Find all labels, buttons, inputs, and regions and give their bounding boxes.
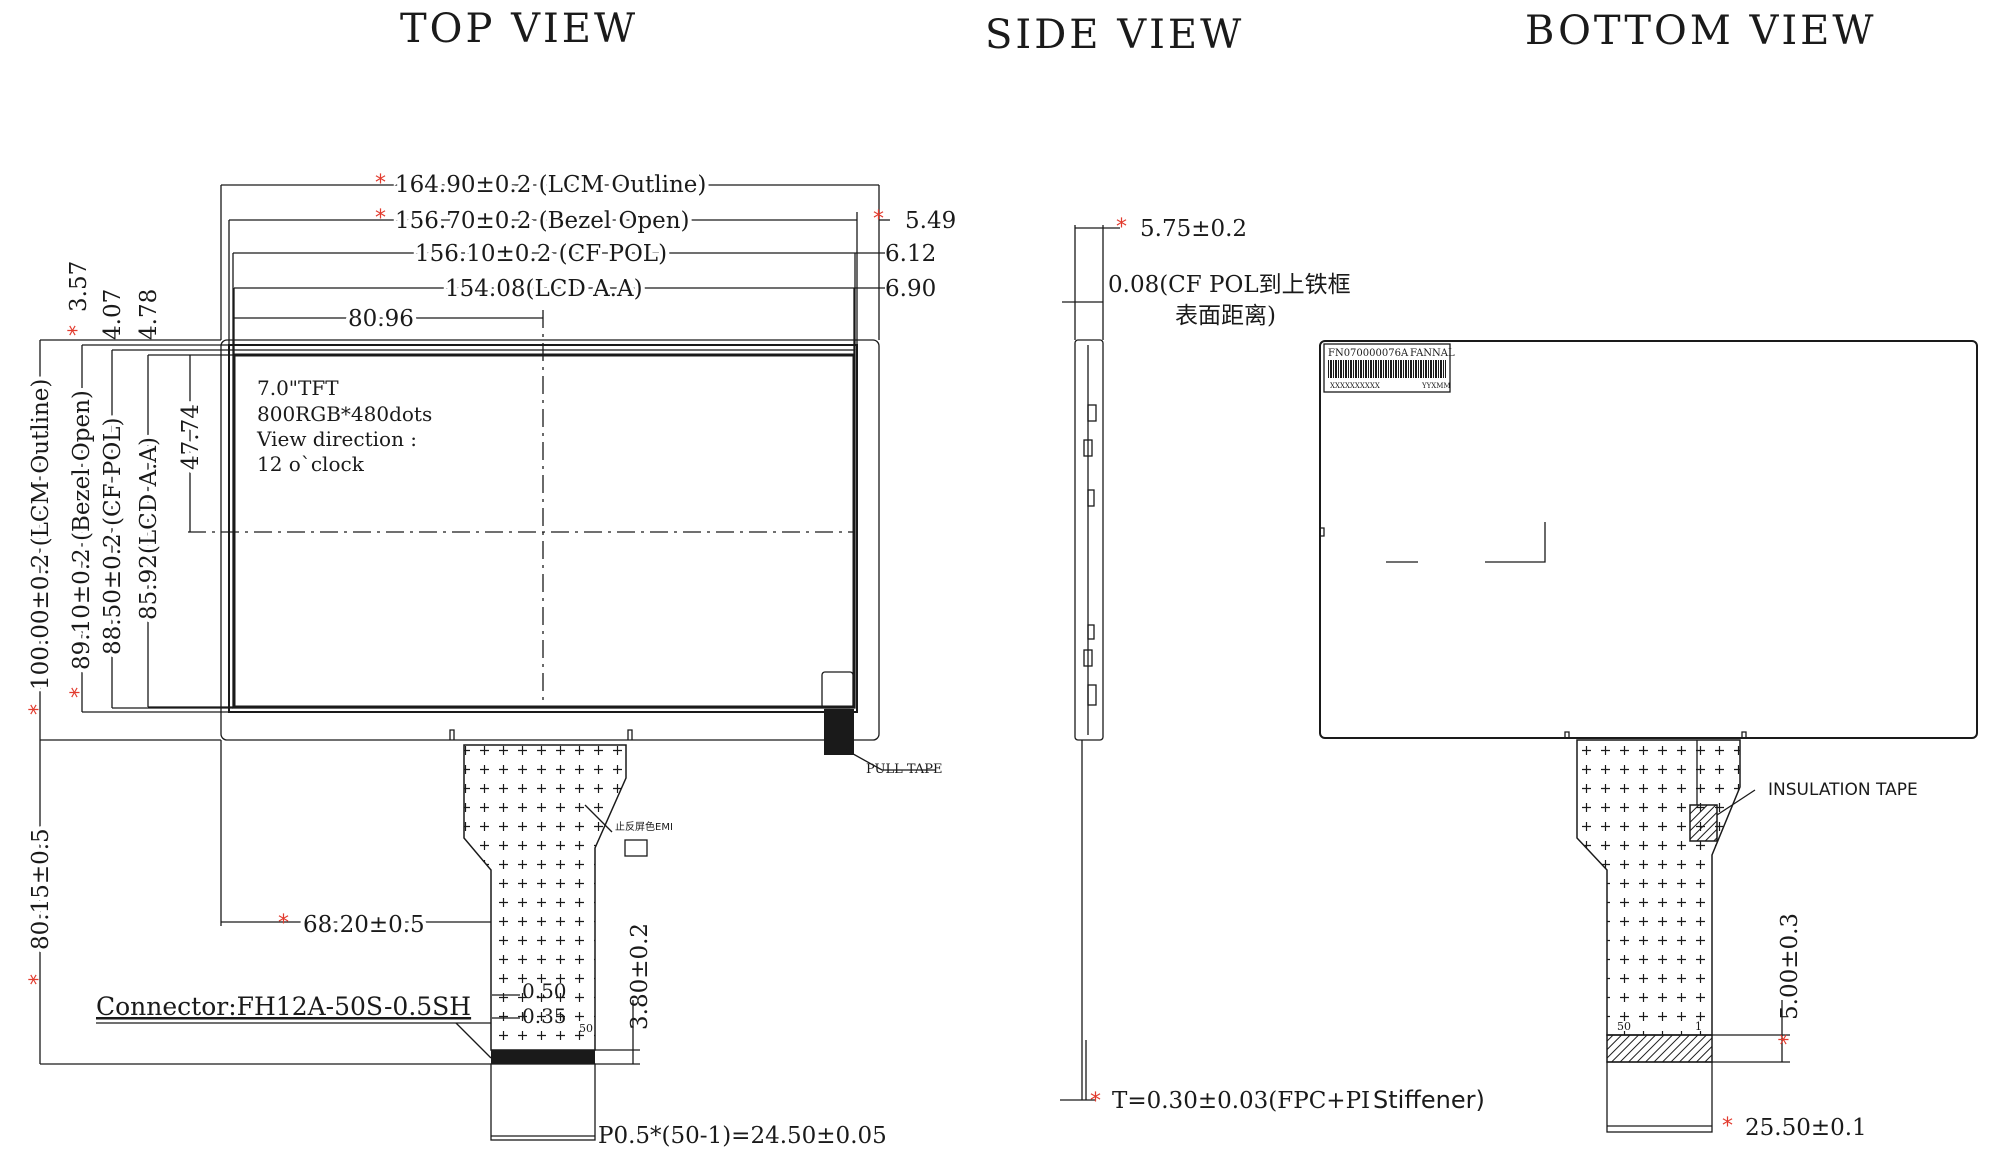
bottom-stiffener xyxy=(1606,1034,1713,1063)
dim-v-center: 47.74 xyxy=(178,404,204,470)
dim-lcd-aa: 154.08(LCD A.A) xyxy=(445,276,643,302)
bottom-mark-2 xyxy=(1485,522,1546,563)
label-code: FN070000076A xyxy=(1328,348,1409,359)
insulation-tape xyxy=(1689,804,1718,842)
svg-text:*: * xyxy=(278,911,289,936)
dim-center-x: 80.96 xyxy=(348,306,414,332)
dim-finger-width: 25.50±0.1 xyxy=(1745,1115,1867,1141)
bottom-view-title: BOTTOM VIEW xyxy=(1525,8,1877,54)
panel-spec-text: 7.0"TFT 800RGB*480dots View direction : … xyxy=(256,376,432,476)
bottom-connector-outline xyxy=(1606,1061,1713,1133)
label-brand: FANNAL xyxy=(1410,348,1455,359)
dim-v-lcm-outline: 100.00±0.2 (LCM Outline) xyxy=(28,379,54,690)
dim-cf-pol: 156.10±0.2 (CF POL) xyxy=(415,241,667,267)
svg-text:*: * xyxy=(1776,1034,1801,1045)
dim-right-6-12: 6.12 xyxy=(885,241,936,267)
bottom-tab-left xyxy=(449,729,455,740)
side-component-3 xyxy=(1087,489,1095,507)
connector-fingers xyxy=(491,1050,595,1064)
emi-marker xyxy=(624,839,648,857)
dim-left-3-57: 3.57 xyxy=(66,261,92,312)
dim-right-5-49: 5.49 xyxy=(905,208,956,234)
panel-resolution: 800RGB*480dots xyxy=(257,402,432,426)
insulation-tape-leader xyxy=(1716,789,1756,816)
svg-text:*: * xyxy=(67,687,92,698)
lcm-outline xyxy=(220,339,880,741)
svg-text:*: * xyxy=(1722,1114,1733,1139)
label-serial: XXXXXXXXXX xyxy=(1330,382,1380,390)
cf-pol-note-1: 0.08(CF POL到上铁框 xyxy=(1108,272,1351,298)
panel-view-direction: View direction : xyxy=(256,427,417,451)
cf-pol-note-2: 表面距离) xyxy=(1175,303,1276,329)
dim-stiffener-length: 5.00±0.3 xyxy=(1777,913,1803,1020)
top-view-title: TOP VIEW xyxy=(400,6,638,52)
side-module-outline xyxy=(1074,339,1104,741)
bottom-pin-1: 1 xyxy=(1695,1020,1702,1033)
bottom-view: FN070000076A FANNAL XXXXXXXXXX YYXMM INS… xyxy=(1319,340,1978,1141)
dim-fpc-offset: 68.20±0.5 xyxy=(303,912,425,938)
lcd-active-area xyxy=(232,353,856,709)
emi-note: 止反屏色EMI xyxy=(615,820,673,833)
pin-pitch-050: 0.50 xyxy=(522,979,567,1003)
svg-text:*: * xyxy=(375,206,386,231)
connector-outline xyxy=(490,1063,596,1141)
stiffener-label: Stiffener) xyxy=(1373,1086,1485,1114)
side-component-4 xyxy=(1087,624,1095,640)
side-component-5 xyxy=(1083,649,1093,667)
bottom-pin-50: 50 xyxy=(1617,1020,1631,1033)
dim-v-lcd-aa: 85.92(LCD A.A) xyxy=(136,437,162,620)
svg-text:*: * xyxy=(375,171,386,196)
svg-text:*: * xyxy=(26,974,51,985)
dim-v-cf-pol: 88.50±0.2 (CF POL) xyxy=(100,418,126,655)
connector-label: Connector:FH12A-50S-0.5SH xyxy=(96,992,471,1021)
svg-text:*: * xyxy=(1116,215,1127,240)
side-component-6 xyxy=(1087,684,1097,706)
svg-text:*: * xyxy=(873,207,884,232)
pull-tape-leader xyxy=(845,749,935,771)
dim-side-thickness: 5.75±0.2 xyxy=(1140,216,1247,242)
top-view-horizontal-dimensions: * 164.90±0.2 (LCM Outline) * 156.70±0.2 … xyxy=(220,168,956,355)
fpc-thickness: T=0.30±0.03(FPC+PI xyxy=(1112,1088,1370,1114)
dim-total-height: 80.15±0.5 xyxy=(28,828,54,950)
top-view-lower-dimensions: * 68.20±0.5 80.15±0.5 * 3.80±0.2 Connect… xyxy=(24,740,887,1149)
pull-tape-black xyxy=(824,709,854,755)
product-label xyxy=(1323,343,1451,393)
side-view: * 5.75±0.2 0.08(CF POL到上铁框 表面距离) * T=0.3… xyxy=(1060,215,1485,1114)
pitch-label: P0.5*(50-1)=24.50±0.05 xyxy=(598,1123,887,1149)
dim-right-6-90: 6.90 xyxy=(885,276,936,302)
bottom-module-outline xyxy=(1319,340,1978,739)
svg-text:*: * xyxy=(65,325,90,336)
pin-number-50: 50 xyxy=(579,1022,593,1035)
dim-v-bezel-open: 89.10±0.2 (Bezel Open) xyxy=(69,390,95,670)
svg-text:*: * xyxy=(1090,1089,1101,1114)
dim-left-4-78: 4.78 xyxy=(136,289,162,340)
svg-text:*: * xyxy=(26,704,51,715)
panel-view-clock: 12 o`clock xyxy=(257,452,365,476)
dim-lcm-outline: 164.90±0.2 (LCM Outline) xyxy=(395,172,706,198)
panel-size: 7.0"TFT xyxy=(257,376,339,400)
pin-width-035: 0.35 xyxy=(522,1004,567,1028)
dim-finger-length: 3.80±0.2 xyxy=(627,923,653,1030)
insulation-tape-label: INSULATION TAPE xyxy=(1768,780,1918,800)
side-view-title: SIDE VIEW xyxy=(985,12,1244,58)
dim-left-4-07: 4.07 xyxy=(100,289,126,340)
side-component-2 xyxy=(1083,439,1093,457)
side-component-1 xyxy=(1087,404,1097,422)
pull-tape-tab xyxy=(821,671,854,709)
bottom-tab-right xyxy=(627,729,633,740)
emi-leader xyxy=(584,804,613,833)
pull-tape-label: PULL TAPE xyxy=(866,762,942,777)
label-date: YYXMM xyxy=(1421,382,1451,390)
top-view: PULL TAPE 止反屏色EMI 0.50 0.35 50 xyxy=(188,310,942,1141)
bottom-fpc-cable xyxy=(1576,739,1741,1036)
label-barcode xyxy=(1328,360,1446,378)
dim-bezel-open: 156.70±0.2 (Bezel Open) xyxy=(395,208,690,234)
top-view-vertical-dimensions: 100.00±0.2 (LCM Outline) * 89.10±0.2 (Be… xyxy=(24,261,234,741)
